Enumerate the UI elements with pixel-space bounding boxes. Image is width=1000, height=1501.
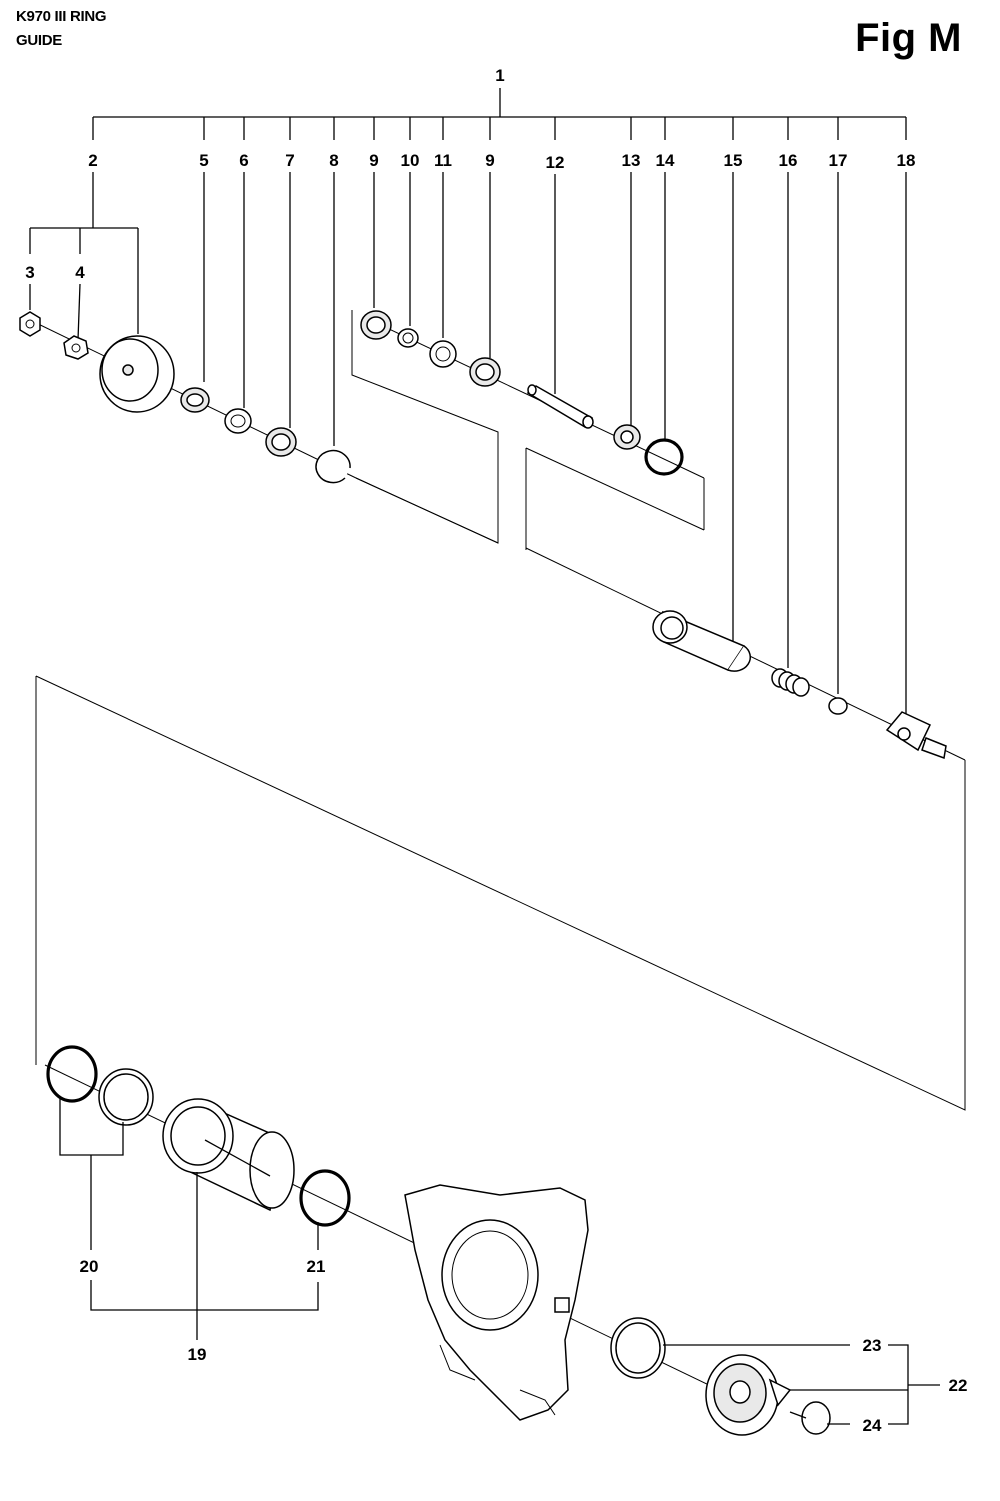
callout-22: 22 bbox=[949, 1376, 968, 1395]
part-16-spring bbox=[771, 668, 810, 697]
diagram-subtitle: GUIDE bbox=[16, 32, 63, 49]
callout-4: 4 bbox=[75, 263, 85, 282]
callout-9a: 9 bbox=[369, 151, 378, 170]
part-7-nut bbox=[265, 427, 297, 457]
part-9-bearing-b bbox=[469, 357, 501, 387]
diagram-title: K970 III RING bbox=[16, 8, 107, 25]
leader-lines-top bbox=[29, 172, 907, 720]
part-11-seal bbox=[429, 340, 457, 368]
part-12-shaft bbox=[526, 384, 594, 429]
callout-15: 15 bbox=[724, 151, 743, 170]
callout-21: 21 bbox=[307, 1257, 326, 1276]
part-4-hex-nut bbox=[63, 335, 89, 360]
part-3-nut bbox=[19, 311, 41, 337]
callout-2: 2 bbox=[88, 151, 97, 170]
callout-labels: 1 2 3 4 5 6 7 8 9 10 11 9 12 13 14 15 16… bbox=[25, 66, 967, 1435]
callout-18: 18 bbox=[897, 151, 916, 170]
callout-12: 12 bbox=[546, 153, 565, 172]
callout-9b: 9 bbox=[485, 151, 494, 170]
callout-8: 8 bbox=[329, 151, 338, 170]
callout-24: 24 bbox=[863, 1416, 882, 1435]
callout-19: 19 bbox=[188, 1345, 207, 1364]
callout-23: 23 bbox=[863, 1336, 882, 1355]
callout-20: 20 bbox=[80, 1257, 99, 1276]
leader-lines-bottom bbox=[59, 1098, 940, 1425]
part-5-bearing bbox=[180, 387, 210, 413]
part-21-o-ring bbox=[299, 1169, 351, 1227]
part-6-spacer bbox=[224, 408, 252, 434]
part-8-circlip bbox=[315, 449, 351, 484]
part-23-ring bbox=[610, 1317, 666, 1379]
part-10-bushing bbox=[397, 328, 419, 348]
callout-17: 17 bbox=[829, 151, 848, 170]
part-20-o-ring bbox=[46, 1045, 98, 1103]
part-19-cylinder bbox=[162, 1098, 295, 1212]
callout-13: 13 bbox=[622, 151, 641, 170]
part-24-screw bbox=[789, 1401, 831, 1435]
part-20-ring bbox=[98, 1068, 154, 1126]
assembly-bracket-1 bbox=[92, 88, 907, 140]
part-18-connector bbox=[885, 711, 947, 760]
callout-1: 1 bbox=[495, 66, 504, 85]
part-13-washer bbox=[613, 424, 641, 450]
part-14-o-ring bbox=[644, 438, 684, 476]
callout-14: 14 bbox=[656, 151, 675, 170]
part-2-cover-cap bbox=[99, 335, 175, 413]
callout-16: 16 bbox=[779, 151, 798, 170]
callout-5: 5 bbox=[199, 151, 208, 170]
part-17-plug bbox=[828, 697, 848, 715]
callout-7: 7 bbox=[285, 151, 294, 170]
callout-11: 11 bbox=[434, 151, 452, 170]
part-22-knob bbox=[705, 1354, 792, 1436]
part-9-bearing-a bbox=[360, 310, 392, 340]
ring-guide-housing bbox=[404, 1184, 589, 1421]
part-15-sleeve bbox=[652, 610, 751, 672]
callout-10: 10 bbox=[401, 151, 420, 170]
callout-6: 6 bbox=[239, 151, 248, 170]
figure-label: Fig M bbox=[855, 16, 962, 60]
callout-3: 3 bbox=[25, 263, 34, 282]
